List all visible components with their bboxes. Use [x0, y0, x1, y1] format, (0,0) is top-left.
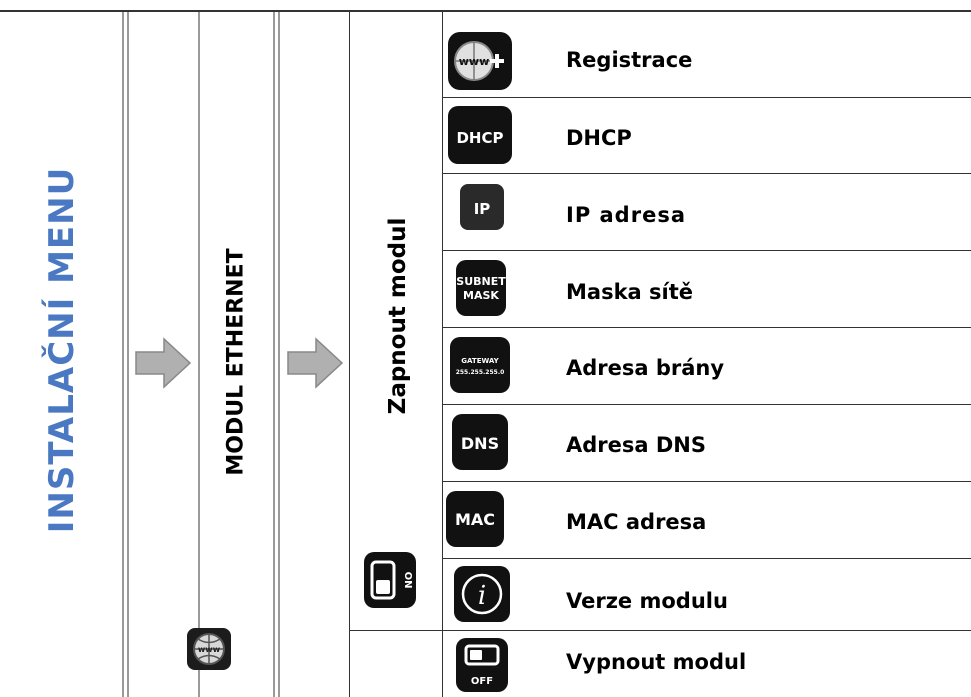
row-divider [442, 173, 971, 174]
column-divider [273, 12, 275, 697]
off-text: OFF [471, 676, 493, 687]
column-divider [127, 12, 129, 697]
submenu-label: Zapnout modul [385, 217, 411, 415]
dhcp-text: DHCP [456, 129, 503, 147]
gateway-icon: GATEWAY 255.255.255.0 [446, 334, 514, 396]
dns-text: DNS [461, 434, 499, 453]
gateway-text: GATEWAY [461, 357, 499, 365]
menu-item-label: Maska sítě [566, 280, 693, 304]
www-text: www [459, 55, 490, 68]
dns-icon: DNS [446, 411, 514, 473]
row-divider [442, 250, 971, 251]
row-divider [442, 558, 971, 559]
menu-item-label: DHCP [566, 126, 632, 150]
menu-item-label: MAC adresa [566, 510, 707, 534]
mac-icon: MAC [446, 488, 514, 550]
row-divider [442, 327, 971, 328]
menu-item-label: Vypnout modul [566, 650, 747, 674]
toggle-on-icon: ON [362, 550, 418, 610]
mac-text: MAC [455, 510, 495, 529]
menu-item-label: IP adresa [566, 203, 686, 227]
on-text: ON [402, 572, 413, 589]
toggle-off-icon: OFF [446, 634, 514, 696]
ip-text: IP [474, 200, 491, 218]
dhcp-icon: DHCP [446, 104, 514, 166]
menu-item-label: Adresa brány [566, 356, 725, 380]
menu-item-label: Verze modulu [566, 589, 728, 613]
column-divider [122, 12, 124, 697]
arrow-right-icon [134, 337, 192, 389]
top-border [0, 10, 971, 12]
menu-item-label: Adresa DNS [566, 433, 706, 457]
ip-icon: IP [446, 180, 514, 242]
column-divider [442, 12, 443, 697]
module-label: MODUL ETHERNET [223, 248, 249, 476]
info-text: i [478, 581, 486, 611]
subnet-mask-icon: SUBNET MASK [446, 257, 514, 319]
row-divider [442, 404, 971, 405]
www-text: www [198, 645, 221, 654]
arrow-right-icon [286, 337, 344, 389]
menu-item-label: Registrace [566, 48, 693, 72]
column-divider [278, 12, 280, 697]
column-divider [198, 12, 200, 697]
mask-text: MASK [463, 289, 499, 302]
info-icon: i [446, 563, 514, 625]
row-divider [442, 97, 971, 98]
subnet-text: SUBNET [456, 275, 506, 288]
row-divider [349, 630, 971, 631]
gateway-mask-text: 255.255.255.0 [456, 369, 505, 376]
menu-title: INSTALAČNÍ MENU [42, 166, 82, 534]
row-divider [442, 481, 971, 482]
www-module-icon: www [185, 626, 233, 672]
column-divider [349, 12, 350, 697]
www-plus-icon: www [446, 30, 514, 92]
